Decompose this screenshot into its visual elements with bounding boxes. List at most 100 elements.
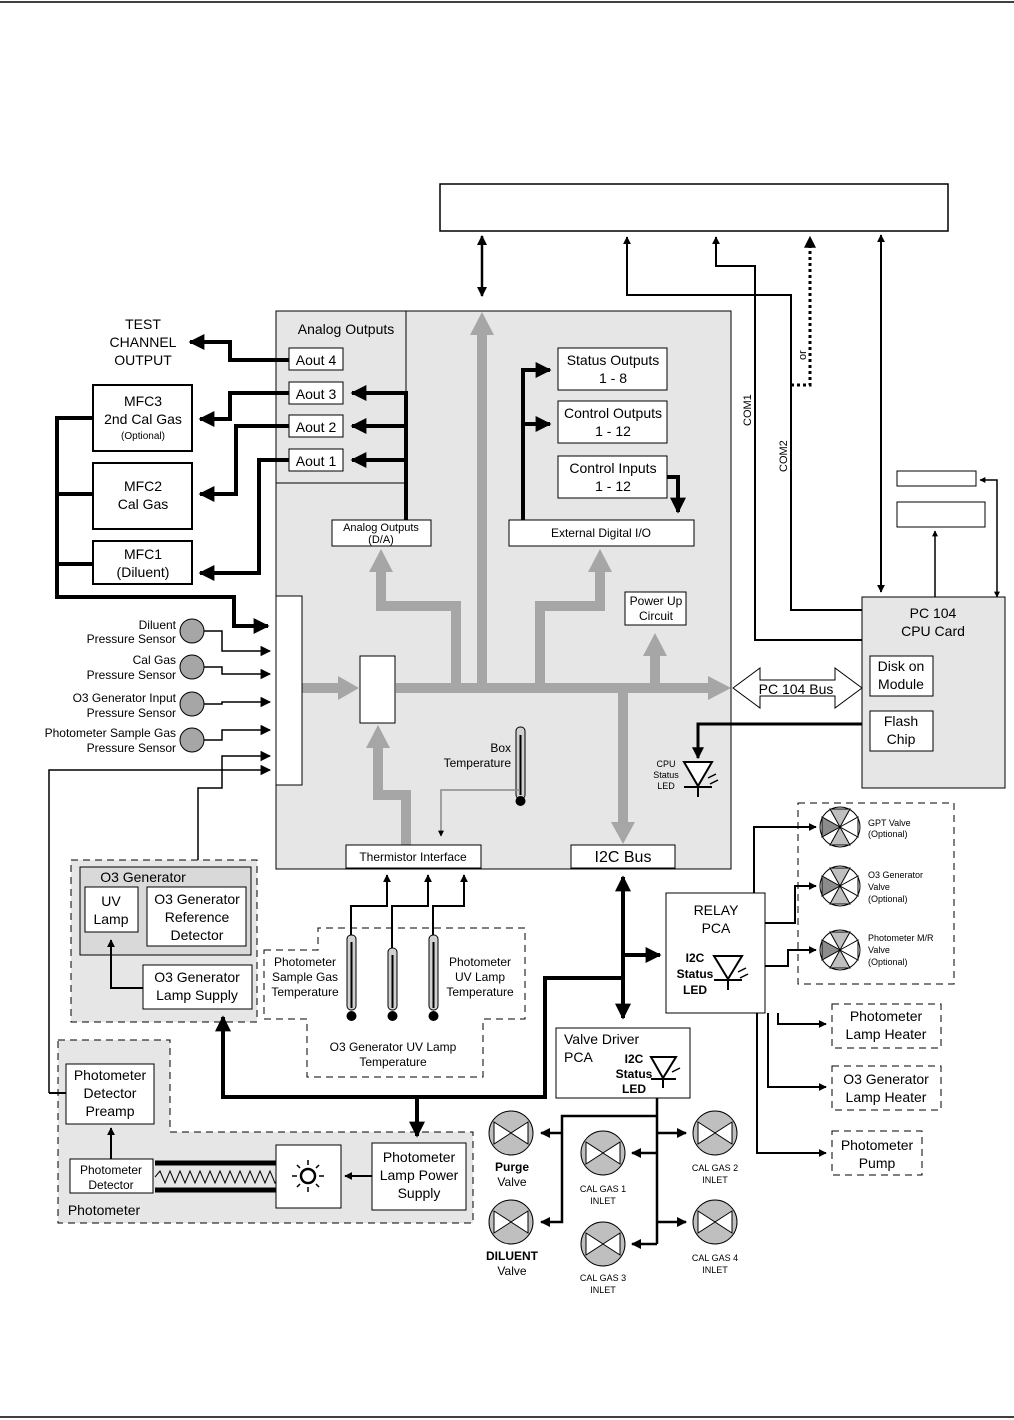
analog-outputs-title: Analog Outputs	[298, 321, 395, 337]
bus-arrowheads	[338, 312, 731, 844]
photometer-mr-valve-icon	[819, 929, 861, 971]
status-outputs-box	[557, 347, 668, 391]
external-digital-io-label: External Digital I/O	[551, 526, 651, 540]
power-up-line1: Power Up	[630, 594, 683, 608]
o3-input-sensor-icon	[179, 691, 205, 717]
o3-lamp-heater-line1: O3 Generator	[843, 1071, 929, 1087]
photometer-lamp-heater-box	[831, 1003, 942, 1049]
o3-valve-line2: Valve	[868, 882, 890, 892]
optional-valve-icons	[819, 806, 861, 971]
gpt-valve-icon	[819, 806, 861, 848]
pc104-bus-label: PC 104 Bus	[759, 681, 834, 697]
analog-outputs-da-box	[331, 519, 432, 547]
purge-valve-icon	[488, 1110, 534, 1156]
control-outputs-box	[557, 400, 668, 444]
o3-ref-detector-line3: Detector	[171, 927, 224, 943]
disk-on-module-box	[869, 655, 934, 697]
gpt-valve-line2: (Optional)	[868, 829, 908, 839]
or-label: or	[797, 350, 809, 360]
cal2-line1: CAL GAS 2	[692, 1163, 738, 1173]
cpu-status-led-icon	[682, 761, 719, 797]
gas-valve-icons	[488, 1110, 738, 1267]
purge-valve-line2: Valve	[497, 1175, 526, 1189]
box-temp-wire	[438, 789, 520, 837]
lamp-power-line2: Lamp Power	[380, 1167, 459, 1183]
mfc1-line2: (Diluent)	[117, 564, 170, 580]
thermistor-interface-label: Thermistor Interface	[359, 850, 467, 864]
mfc3-box	[92, 384, 193, 452]
cal4-line1: CAL GAS 4	[692, 1253, 738, 1263]
external-digital-io-box	[508, 519, 695, 547]
sample-gas-thermometer-icon	[346, 934, 357, 1021]
o3-gen-temp-line1: O3 Generator UV Lamp	[330, 1040, 457, 1054]
lamp-power-line1: Photometer	[383, 1149, 456, 1165]
mr-valve-line3: (Optional)	[868, 957, 908, 967]
com2-label: COM2	[778, 440, 790, 472]
status-outputs-line1: Status Outputs	[567, 352, 660, 368]
o3-lamp-supply-box	[142, 964, 253, 1010]
analog-outputs-da-line2: (D/A)	[368, 534, 394, 546]
o3-valve-line1: O3 Generator	[868, 870, 923, 880]
photometer-lamp-power-box	[371, 1142, 467, 1211]
power-up-line2: Circuit	[639, 609, 674, 623]
cal-gas-sensor-line1: Cal Gas	[133, 653, 176, 667]
thermistor-interface-box	[345, 844, 482, 869]
mr-valve-line1: Photometer M/R	[868, 933, 934, 943]
test-channel-line1: TEST	[125, 316, 161, 332]
small-box-top	[896, 470, 977, 487]
flash-chip-line2: Chip	[887, 731, 916, 747]
pc104-card-line2: CPU Card	[901, 623, 965, 639]
control-outputs-line2: 1 - 12	[595, 423, 631, 439]
aout1-label: Aout 1	[296, 453, 337, 469]
o3-ref-detector-line1: O3 Generator	[154, 891, 240, 907]
o3-input-sensor-line1: O3 Generator Input	[73, 691, 177, 705]
cal-gas4-valve-icon	[692, 1199, 738, 1245]
flash-chip-box	[869, 710, 934, 752]
pressure-sensors: Diluent Pressure Sensor Cal Gas Pressure…	[45, 618, 205, 755]
status-outputs-line2: 1 - 8	[599, 370, 627, 386]
cal3-line2: INLET	[590, 1285, 616, 1295]
uv-lamp-line2: Lamp	[93, 911, 128, 927]
pc104-card-line1: PC 104	[910, 605, 957, 621]
i2c-wires	[215, 875, 662, 1138]
o3-generator-title: O3 Generator	[100, 869, 186, 885]
cal-gas1-valve-icon	[580, 1130, 626, 1176]
o3-lamp-heater-box	[831, 1065, 942, 1111]
lamp-supply-to-uv-wire	[107, 939, 143, 989]
o3-lamp-supply-line2: Lamp Supply	[156, 987, 238, 1003]
analog-outputs-da-line1: Analog Outputs	[343, 522, 419, 534]
uv-lamp-line1: UV	[101, 893, 121, 909]
control-outputs-line1: Control Outputs	[564, 405, 662, 421]
cal4-line2: INLET	[702, 1265, 728, 1275]
valve-driver-led-line1: I2C	[625, 1052, 644, 1066]
control-inputs-line2: 1 - 12	[595, 478, 631, 494]
relay-status-led-icon	[712, 955, 749, 990]
thermistor-wires	[350, 874, 468, 948]
sensor-input-box	[275, 595, 303, 786]
disk-on-module-line1: Disk on	[878, 658, 925, 674]
pump-line1: Photometer	[841, 1137, 914, 1153]
aout3-label: Aout 3	[296, 386, 337, 402]
valve-driver-led-line2: Status	[616, 1067, 653, 1081]
flash-chip-line1: Flash	[884, 713, 918, 729]
small-box-bottom	[896, 501, 986, 528]
box-thermometer-icon	[515, 726, 526, 806]
photometer-sample-sensor-icon	[179, 727, 205, 753]
preamp-line3: Preamp	[85, 1103, 134, 1119]
diluent-valve-icon	[488, 1199, 534, 1245]
lamp-heater-line2: Lamp Heater	[846, 1026, 927, 1042]
cal1-line2: INLET	[590, 1196, 616, 1206]
relay-led-line2: Status	[677, 967, 714, 981]
o3-valve-line3: (Optional)	[868, 894, 908, 904]
photometer-sample-sensor-line2: Pressure Sensor	[87, 741, 176, 755]
internal-bus	[302, 330, 712, 845]
cal-gas3-valve-icon	[580, 1221, 626, 1267]
relay-led-line1: I2C	[686, 951, 705, 965]
cal-gas-sensor-icon	[179, 654, 205, 680]
diluent-sensor-line2: Pressure Sensor	[87, 632, 176, 646]
uv-lamp-sun-icon	[292, 1160, 324, 1192]
photometer-region	[57, 1039, 474, 1224]
mfc3-line3: (Optional)	[121, 431, 165, 442]
absorption-tube	[154, 1160, 281, 1193]
relay-pca-line2: PCA	[702, 920, 731, 936]
